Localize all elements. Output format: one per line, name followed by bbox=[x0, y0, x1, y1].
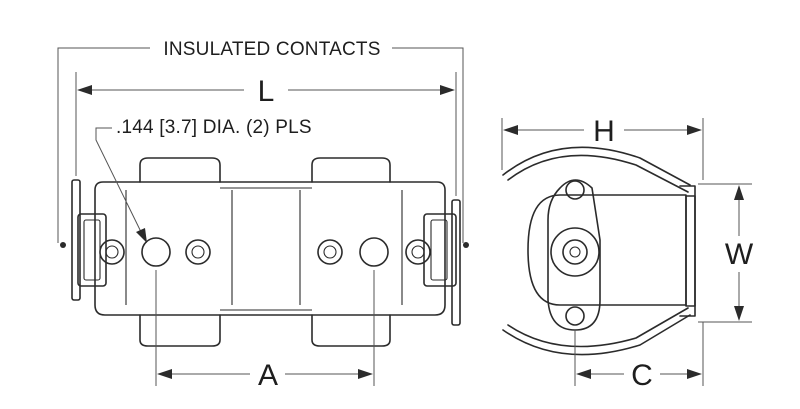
hole-diameter-callout: .144 [3.7] DIA. (2) PLS bbox=[95, 117, 312, 243]
end-bracket bbox=[679, 185, 696, 317]
left-end-contact bbox=[71, 179, 81, 301]
length-label: L bbox=[258, 75, 275, 108]
left-terminal-block bbox=[77, 213, 107, 287]
side-view bbox=[502, 146, 696, 356]
lower-clip-spring bbox=[502, 314, 691, 356]
clearance-label: C bbox=[631, 359, 653, 392]
width-label: W bbox=[725, 238, 754, 271]
insulator-block bbox=[527, 194, 687, 306]
insulated-contacts-callout: INSULATED CONTACTS bbox=[57, 39, 464, 243]
height-label: H bbox=[593, 115, 615, 148]
spacing-label: A bbox=[258, 359, 278, 392]
spacing-dimension: A bbox=[155, 270, 375, 392]
insulated-contacts-label: INSULATED CONTACTS bbox=[163, 39, 380, 60]
clearance-dimension: C bbox=[574, 322, 704, 392]
right-fuse-clip bbox=[311, 157, 391, 183]
mounting-hole-right bbox=[359, 237, 389, 267]
side-lower-hole bbox=[565, 306, 585, 326]
terminal-screw-left bbox=[99, 239, 125, 265]
base-plate bbox=[94, 181, 446, 316]
side-upper-hole bbox=[565, 180, 585, 200]
length-dimension: L bbox=[75, 72, 457, 196]
side-center-boss bbox=[550, 227, 600, 277]
front-view bbox=[60, 157, 469, 347]
right-end-contact bbox=[451, 199, 461, 326]
rivet-right bbox=[317, 239, 343, 265]
hole-diameter-label: .144 [3.7] DIA. (2) PLS bbox=[116, 117, 312, 138]
width-dimension: W bbox=[698, 183, 754, 323]
upper-clip-spring bbox=[502, 146, 691, 186]
terminal-screw-right bbox=[405, 239, 431, 265]
rivet-left bbox=[185, 239, 211, 265]
left-fuse-clip bbox=[139, 157, 221, 183]
mounting-hole-left bbox=[141, 237, 171, 267]
height-dimension: H bbox=[501, 115, 704, 180]
